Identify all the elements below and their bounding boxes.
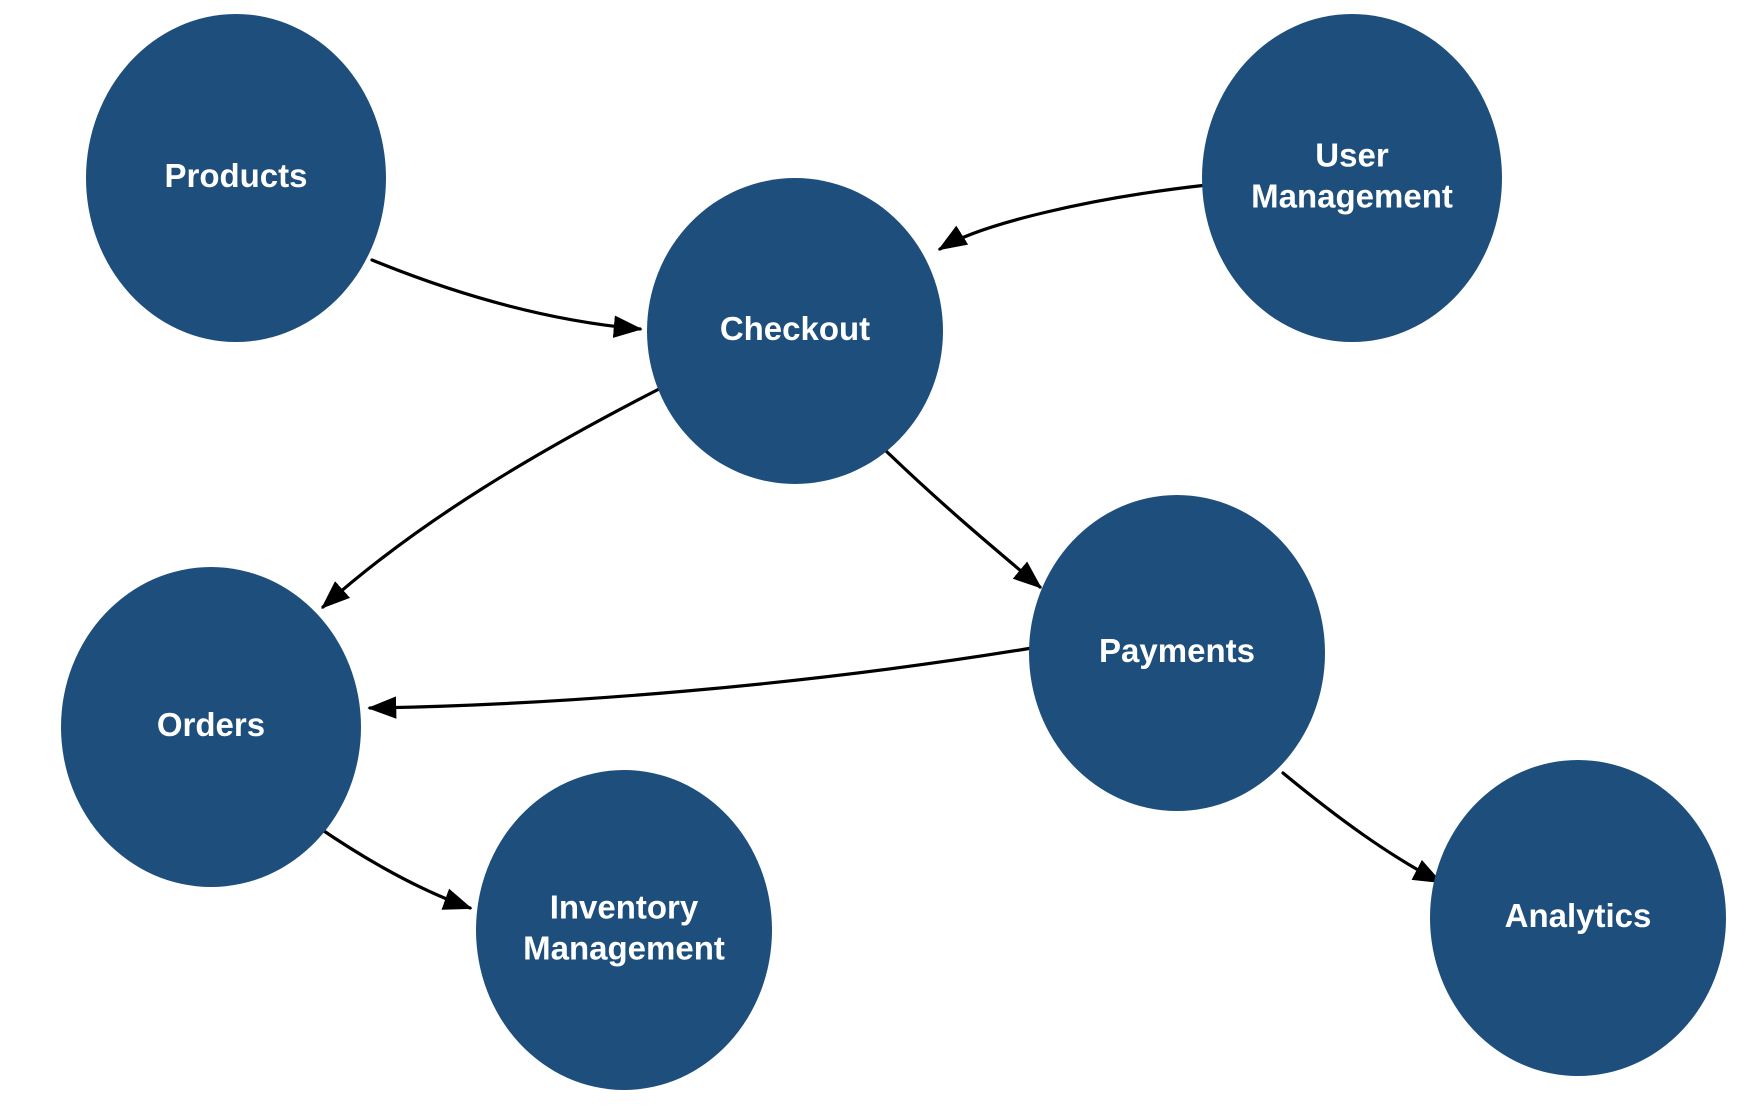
- node-shape-user-management[interactable]: [1202, 14, 1502, 342]
- edge-payments-to-orders[interactable]: [367, 646, 1034, 719]
- node-shape-inventory-management[interactable]: [476, 770, 772, 1090]
- node-analytics[interactable]: Analytics: [1430, 760, 1726, 1076]
- node-products[interactable]: Products: [86, 14, 386, 342]
- edge-checkout-to-orders[interactable]: [321, 386, 663, 609]
- edge-payments-to-analytics[interactable]: [1281, 771, 1443, 884]
- node-shape-checkout[interactable]: [647, 178, 943, 484]
- node-shape-orders[interactable]: [61, 567, 361, 887]
- node-payments[interactable]: Payments: [1029, 495, 1325, 811]
- node-shape-products[interactable]: [86, 14, 386, 342]
- node-shape-analytics[interactable]: [1430, 760, 1726, 1076]
- node-checkout[interactable]: Checkout: [647, 178, 943, 484]
- edges-layer: [316, 183, 1443, 910]
- edge-orders-to-inventory-management[interactable]: [316, 825, 473, 910]
- node-orders[interactable]: Orders: [61, 567, 361, 887]
- edge-checkout-to-payments[interactable]: [883, 448, 1042, 589]
- edge-user-management-to-checkout[interactable]: [937, 183, 1209, 251]
- node-shape-payments[interactable]: [1029, 495, 1325, 811]
- edge-products-to-checkout[interactable]: [370, 258, 643, 338]
